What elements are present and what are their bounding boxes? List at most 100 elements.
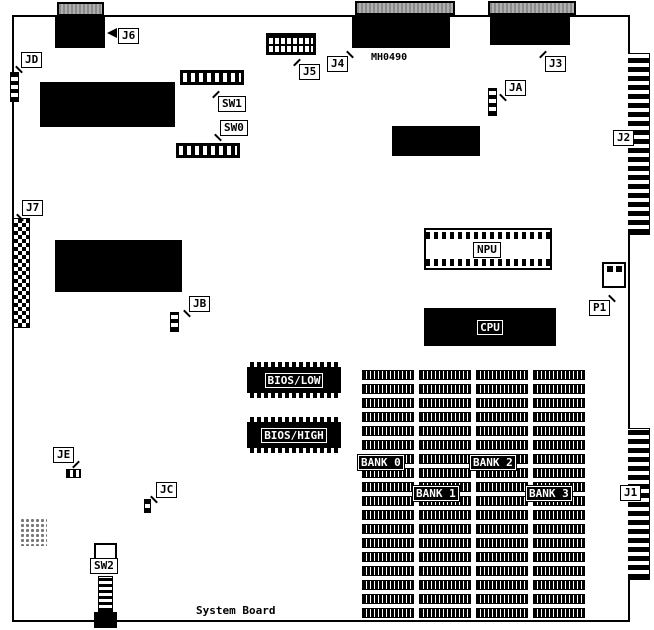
ic-chip-3	[55, 240, 182, 292]
memory-chip	[476, 580, 528, 590]
label-sw1: SW1	[218, 96, 246, 112]
memory-chip	[533, 580, 585, 590]
part-number: MH0490	[371, 52, 408, 63]
memory-chip	[533, 524, 585, 534]
label-bios-high: BIOS/HIGH	[260, 426, 328, 444]
label-jb: JB	[189, 296, 211, 312]
memory-chip	[533, 412, 585, 422]
memory-chip	[419, 440, 471, 450]
label-j4: J4	[327, 56, 349, 72]
connector-j6-external	[57, 2, 104, 16]
memory-chip	[533, 566, 585, 576]
memory-chip	[533, 426, 585, 436]
jumper-jb	[170, 312, 179, 332]
ic-chip-2	[392, 126, 480, 156]
connector-j3-body	[490, 15, 570, 45]
memory-chip	[419, 580, 471, 590]
memory-chip	[533, 608, 585, 618]
memory-chip	[476, 440, 528, 450]
memory-chip	[476, 608, 528, 618]
switch-sw2-foot	[94, 612, 117, 628]
memory-chip	[533, 398, 585, 408]
memory-chip	[419, 370, 471, 380]
dip-switch-sw0	[176, 143, 240, 158]
label-jd: JD	[21, 52, 43, 68]
label-npu: NPU	[473, 242, 501, 258]
jumper-je	[66, 469, 81, 478]
memory-chip	[533, 440, 585, 450]
memory-chip	[476, 384, 528, 394]
memory-chip	[362, 412, 414, 422]
memory-chip	[533, 384, 585, 394]
label-j3: J3	[545, 56, 567, 72]
connector-j4-external	[355, 1, 455, 15]
switch-sw2-shaft	[98, 576, 113, 612]
bios-low-chip: BIOS/LOW	[247, 362, 341, 398]
label-cpu: CPU	[476, 318, 504, 336]
memory-chip	[476, 510, 528, 520]
memory-chip	[533, 454, 585, 464]
memory-chip	[476, 552, 528, 562]
memory-chip	[476, 482, 528, 492]
memory-chip	[476, 426, 528, 436]
memory-chip	[419, 384, 471, 394]
label-j2: J2	[613, 130, 635, 146]
arrow-left-icon	[107, 28, 117, 38]
connector-j6-body	[55, 15, 105, 48]
label-bios-low: BIOS/LOW	[263, 371, 325, 389]
label-sw0: SW0	[220, 120, 248, 136]
memory-chip	[419, 510, 471, 520]
jumper-jd	[10, 72, 19, 102]
memory-chip	[419, 524, 471, 534]
memory-chip	[533, 538, 585, 548]
label-bank0: BANK 0	[357, 454, 405, 471]
speaker-grille	[20, 518, 47, 546]
memory-chip	[533, 552, 585, 562]
label-jc: JC	[156, 482, 178, 498]
jumper-jc	[144, 499, 151, 513]
label-j1: J1	[620, 485, 642, 501]
label-j6: J6	[118, 28, 140, 44]
memory-chip	[533, 510, 585, 520]
memory-chip	[362, 594, 414, 604]
ic-chip-1	[40, 82, 175, 127]
memory-chip	[533, 468, 585, 478]
memory-chip	[362, 552, 414, 562]
memory-chip	[533, 594, 585, 604]
connector-j5	[266, 33, 316, 55]
edge-connector-j1	[628, 428, 650, 580]
memory-chip	[362, 510, 414, 520]
memory-chip	[362, 482, 414, 492]
memory-chip	[533, 370, 585, 380]
memory-chip	[362, 398, 414, 408]
memory-chip	[419, 538, 471, 548]
memory-chip	[476, 370, 528, 380]
memory-chip	[362, 370, 414, 380]
label-j7: J7	[22, 200, 44, 216]
label-je: JE	[53, 447, 75, 463]
memory-chip	[476, 524, 528, 534]
memory-chip	[419, 468, 471, 478]
label-bank1: BANK 1	[412, 485, 460, 502]
memory-chip	[362, 496, 414, 506]
memory-chip	[476, 566, 528, 576]
label-p1: P1	[589, 300, 611, 316]
memory-chip	[362, 608, 414, 618]
memory-chip	[419, 398, 471, 408]
memory-chip	[419, 454, 471, 464]
label-ja: JA	[505, 80, 527, 96]
memory-chip	[362, 580, 414, 590]
cpu-chip: CPU	[424, 308, 556, 346]
memory-chip	[419, 594, 471, 604]
memory-chip	[362, 426, 414, 436]
connector-j3-external	[488, 1, 576, 15]
memory-chip	[362, 524, 414, 534]
memory-chip	[362, 566, 414, 576]
label-sw2: SW2	[90, 558, 118, 574]
connector-j4-body	[352, 15, 450, 48]
edge-connector-j2	[628, 53, 650, 235]
label-j5: J5	[299, 64, 321, 80]
bios-high-chip: BIOS/HIGH	[247, 417, 341, 453]
memory-chip	[362, 384, 414, 394]
dip-switch-sw1	[180, 70, 244, 85]
